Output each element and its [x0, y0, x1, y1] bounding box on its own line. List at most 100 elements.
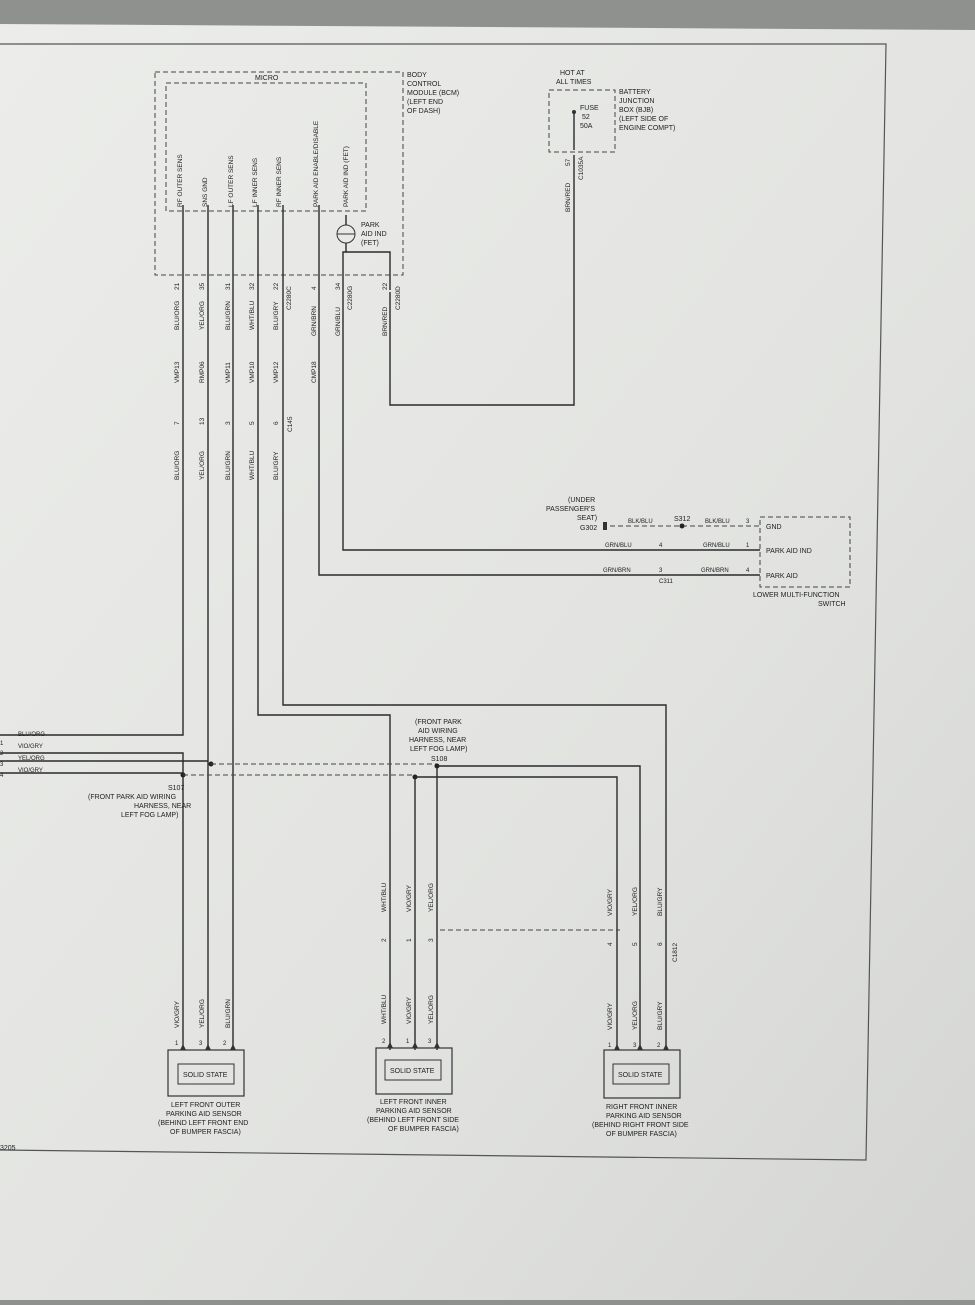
bcm-circuit-id: VMP11	[225, 362, 232, 383]
sensor-desc: (BEHIND LEFT FRONT END	[158, 1120, 248, 1127]
sensor-pin: 2	[382, 1039, 386, 1045]
c1812-wire-color: VIO/GRY	[607, 888, 614, 916]
switch-labels: GND PARK AID IND PARK AID 3 1 4 BLK/BLU …	[603, 519, 846, 608]
pin-arrow	[663, 1044, 669, 1050]
s107-id: S107	[168, 785, 184, 792]
page-number: 3205	[0, 1145, 16, 1152]
bjb-feed-wire	[389, 112, 575, 406]
left-wire-labels: 1 2 3 4 BLU/ORG VIO/GRY YEL/ORG VIO/GRY	[0, 732, 45, 779]
switch-wire-color: BLK/BLU	[705, 519, 730, 525]
hot-at-all-times: ALL TIMES	[556, 79, 592, 86]
splice-id: S312	[674, 516, 690, 523]
ground-location: SEAT)	[577, 515, 597, 522]
ground-symbol	[603, 522, 607, 530]
s107-desc: (FRONT PARK AID WIRING	[88, 794, 176, 801]
bcm-wire-color: BRN/RED	[382, 306, 389, 336]
s108-desc: (FRONT PARK	[415, 719, 462, 726]
c1812-wire-color: BLU/GRY	[657, 887, 664, 916]
c145-pin: 7	[174, 421, 181, 425]
sensor-desc: PARKING AID SENSOR	[166, 1111, 242, 1118]
sensor-pin: 2	[657, 1043, 661, 1049]
sensor-desc: (BEHIND LEFT FRONT SIDE	[367, 1117, 459, 1124]
bcm-title-line: MODULE (BCM)	[407, 90, 459, 97]
pin-arrow	[387, 1042, 393, 1048]
pin-arrow	[412, 1042, 418, 1048]
bcm-title-line: BODY	[407, 72, 427, 79]
switch-left-color: BLK/BLU	[628, 519, 653, 525]
switch-wire-color: GRN/BLU	[703, 543, 730, 549]
left-wire-2	[0, 752, 184, 1050]
c1812-wire-color: YEL/ORG	[632, 887, 639, 916]
s108-id: S108	[431, 756, 447, 763]
sensor-pin: 3	[633, 1043, 637, 1049]
switch-mid-pin: 3	[659, 568, 663, 574]
sensor-box-label: SOLID STATE	[618, 1072, 663, 1079]
wire-park-aid	[318, 205, 760, 576]
bcm-pin-label: PARK AID IND (FET)	[343, 146, 350, 207]
bcm-connector-id: C2280C	[286, 286, 293, 310]
c145-wire-color: WHT/BLU	[249, 450, 256, 480]
bcm-pin-labels: RF OUTER SENS SNS GND LF OUTER SENS LF I…	[177, 120, 350, 207]
c145-pin: 13	[199, 417, 206, 425]
sensor-box	[612, 1063, 670, 1085]
bcm-pin-label: LF INNER SENS	[252, 157, 259, 207]
bcm-circuit-id: VMP12	[273, 361, 280, 383]
splice-link	[183, 763, 437, 776]
bcm-connector-id: C2280G	[347, 286, 354, 310]
bcm-outline	[154, 71, 404, 276]
sensor-wire-color: YEL/ORG	[632, 1001, 639, 1030]
wire-rf-inner	[282, 205, 667, 1050]
c1812-labels: WHT/BLU VIO/GRY YEL/ORG VIO/GRY YEL/ORG …	[381, 882, 679, 962]
sensor-pin: 1	[406, 1039, 410, 1045]
sensor-box-label: SOLID STATE	[183, 1072, 228, 1079]
sensor-desc: PARKING AID SENSOR	[606, 1113, 682, 1120]
bcm-wire-color: BLU/GRN	[225, 301, 232, 330]
c1812-pin: 2	[381, 938, 388, 942]
bcm-circuit-id: CMP18	[311, 361, 318, 383]
bjb-title-line: (LEFT SIDE OF	[619, 116, 668, 123]
bjb-wire-color: BRN/RED	[565, 182, 572, 212]
switch-left-color: GRN/BLU	[605, 543, 632, 549]
c145-pin: 3	[225, 421, 232, 425]
c1812-wire-color: YEL/ORG	[428, 883, 435, 912]
sensor-right-inner: VIO/GRY YEL/ORG BLU/GRY 1 3 2 SOLID STAT…	[592, 1001, 689, 1138]
bjb-title: BATTERY JUNCTION BOX (BJB) (LEFT SIDE OF…	[619, 89, 675, 132]
ground-location: (UNDER	[568, 497, 595, 504]
pin-arrow	[205, 1044, 211, 1050]
switch-pin: 4	[746, 568, 750, 574]
pin-arrow	[180, 1044, 186, 1050]
ground-id: G302	[580, 525, 597, 532]
s107-desc: LEFT FOG LAMP)	[121, 812, 178, 819]
c1812-pin: 3	[428, 938, 435, 942]
bcm-connector-id: C2280D	[395, 286, 402, 310]
bcm-wire-color: BLU/ORG	[174, 301, 181, 330]
sensor-desc: LEFT FRONT OUTER	[171, 1102, 240, 1109]
switch-pin-name: PARK AID IND	[766, 548, 812, 555]
bcm-circuit-id: RMP06	[199, 361, 206, 383]
sensor-box	[384, 1059, 442, 1081]
sensor-wire-color: VIO/GRY	[406, 996, 413, 1024]
sensor-wire-color: VIO/GRY	[174, 1000, 181, 1028]
wire-park-aid-ind	[342, 243, 760, 551]
left-wire-num: 4	[0, 773, 4, 779]
bcm-pin-number: 35	[199, 282, 206, 290]
bcm-wire-color: GRN/BRN	[311, 306, 318, 336]
s108-desc: AID WIRING	[418, 728, 458, 735]
sensor-pin: 1	[175, 1041, 179, 1047]
fuse-label: 52	[582, 114, 590, 121]
hot-at-all-times: HOT AT	[560, 70, 585, 77]
switch-connector: C311	[659, 579, 674, 585]
switch-pin: 3	[746, 519, 750, 525]
bjb-pin: 57	[565, 158, 572, 166]
switch-left-color: GRN/BRN	[603, 568, 631, 574]
bcm-pin-label: LF OUTER SENS	[228, 155, 235, 207]
main-wires	[0, 205, 760, 1050]
bcm-pin-number: 21	[174, 282, 181, 290]
sensor-desc: LEFT FRONT INNER	[380, 1099, 447, 1106]
c145-pin: 5	[249, 421, 256, 425]
c1812-wire-color: VIO/GRY	[406, 884, 413, 912]
paper-sheet	[0, 24, 975, 1300]
left-wire-num: 3	[0, 762, 4, 768]
sensor-desc: (BEHIND RIGHT FRONT SIDE	[592, 1122, 689, 1129]
